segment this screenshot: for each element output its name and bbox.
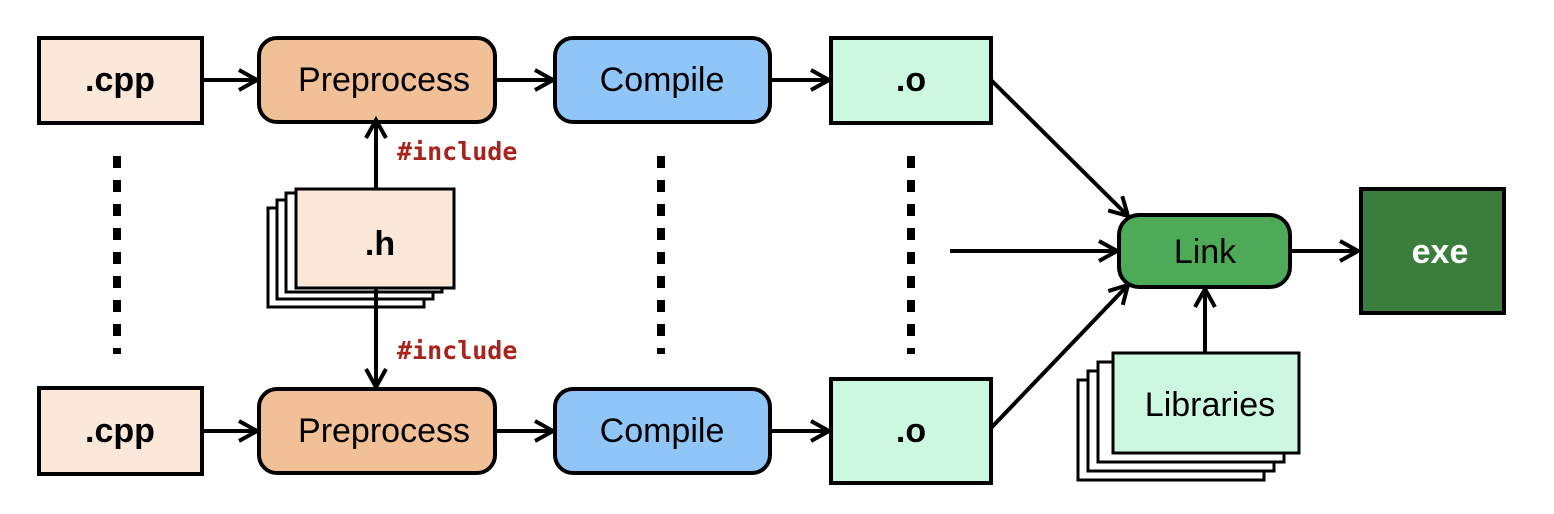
link-label: Link [1174, 233, 1237, 271]
header-file-label: .h [365, 225, 395, 263]
arrow-bottom-object-to-link [989, 285, 1128, 430]
include-label-top: #include [397, 137, 517, 166]
include-label-bottom: #include [397, 336, 517, 365]
arrow-top-object-to-link [989, 78, 1128, 216]
compile-label: Compile [600, 61, 725, 99]
object-file-label: .o [896, 61, 926, 99]
source-file-box [37, 386, 204, 476]
source-file-label: .cpp [85, 412, 155, 450]
object-file-box [829, 36, 993, 125]
compile-label: Compile [600, 412, 725, 450]
object-file-label: .o [896, 412, 926, 450]
object-file-box [829, 377, 993, 485]
row-bottom: .cpp Preprocess Compile .o [37, 377, 993, 485]
preprocess-label: Preprocess [298, 412, 470, 450]
source-file-label: .cpp [85, 61, 155, 99]
preprocess-label: Preprocess [298, 61, 470, 99]
libraries-label: Libraries [1145, 386, 1275, 424]
exe-label: exe [1412, 233, 1469, 271]
libraries-stack: Libraries [1076, 351, 1301, 482]
source-file-box [37, 36, 204, 125]
libraries-box [1111, 351, 1301, 455]
header-file-box [294, 187, 456, 290]
row-top: .cpp Preprocess Compile .o [37, 36, 993, 125]
exe-box [1359, 187, 1506, 315]
header-file-stack: .h [266, 187, 456, 309]
